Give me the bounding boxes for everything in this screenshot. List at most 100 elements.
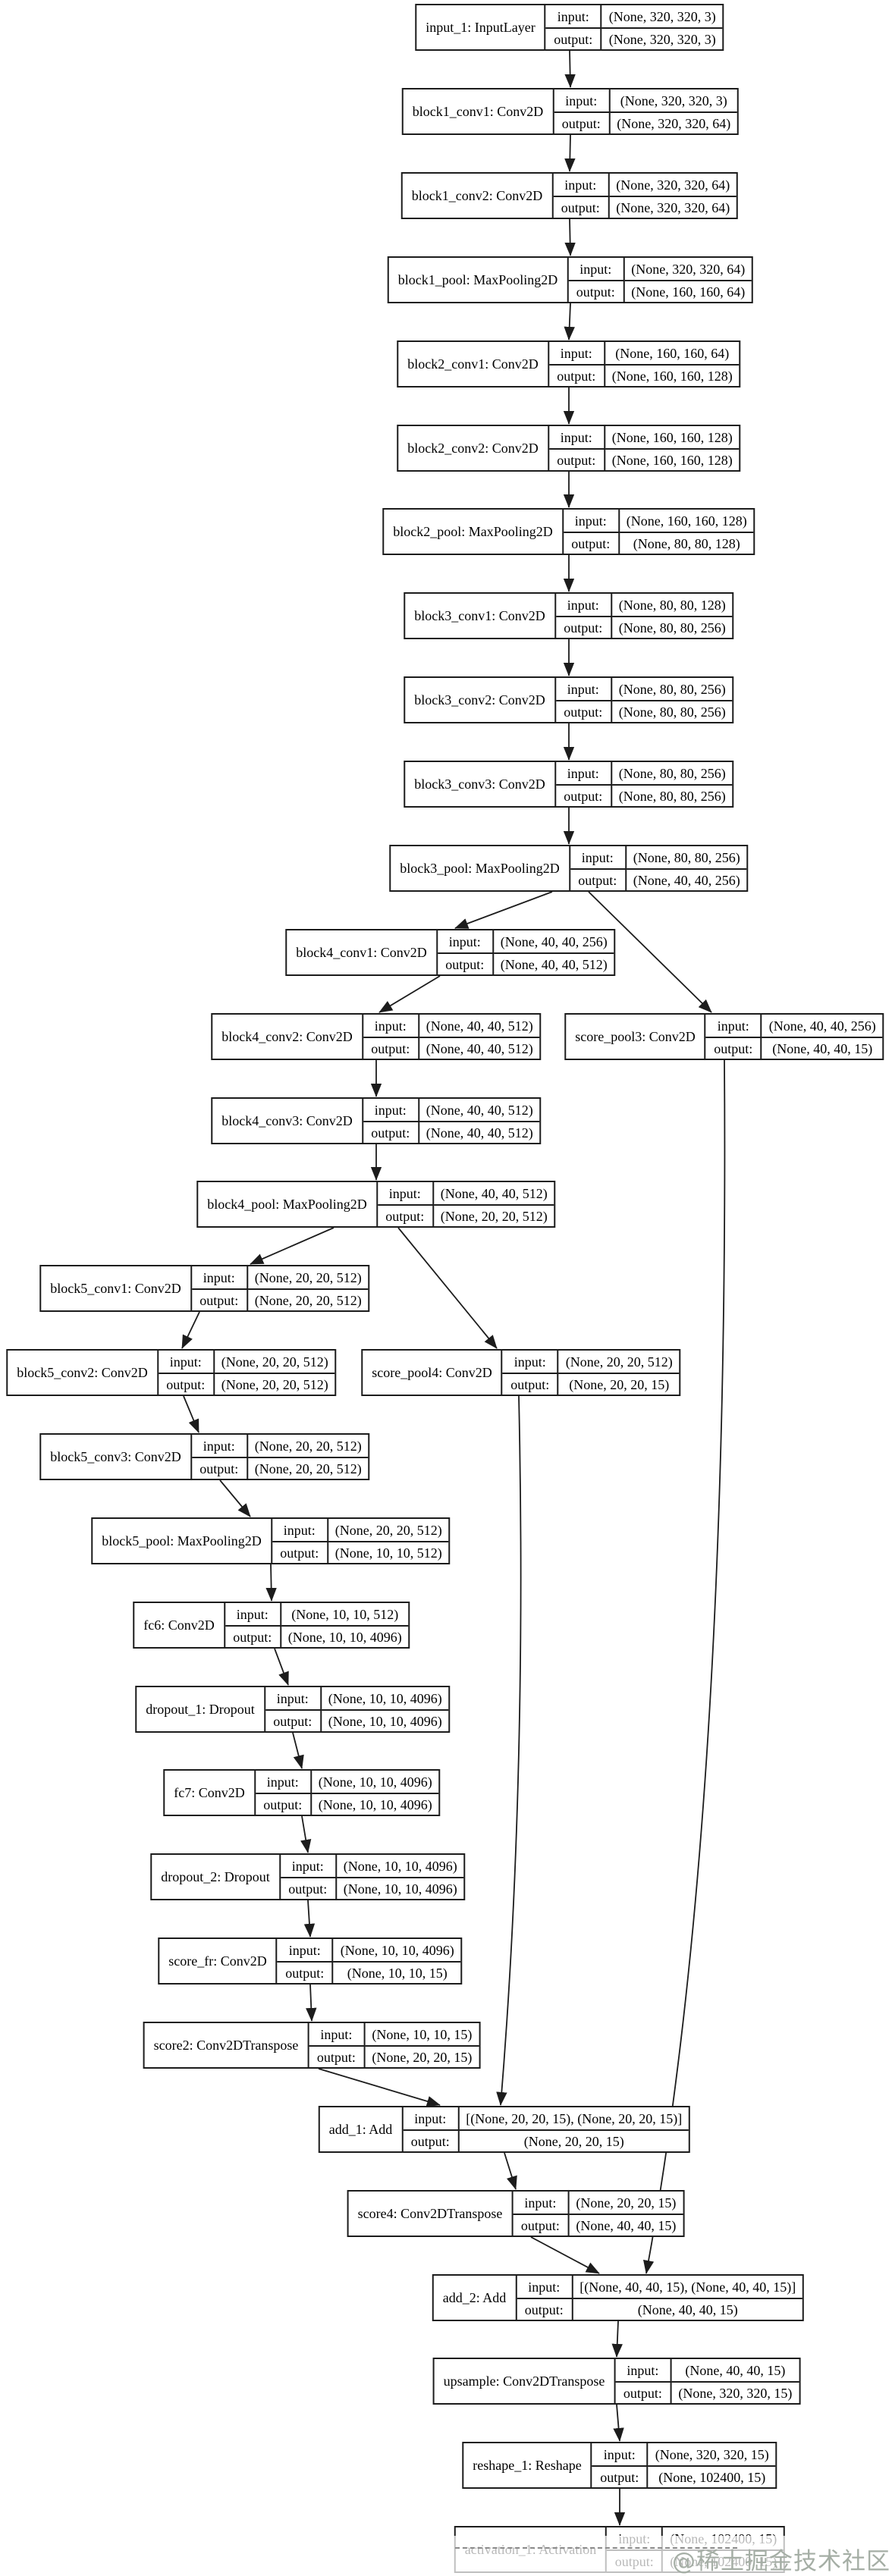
layer-label: block1_pool: MaxPooling2D [389, 258, 569, 302]
output-shape: (None, 320, 320, 64) [610, 111, 738, 133]
edge-dropout_1-to-fc7 [292, 1732, 304, 1769]
input-key: input: [309, 2023, 366, 2045]
output-key: output: [548, 448, 605, 470]
edge-score4-to-add_2 [530, 2236, 600, 2274]
edge-block5_conv2-to-block5_conv3 [183, 1395, 199, 1433]
layer-label: score2: Conv2DTranspose [145, 2023, 309, 2067]
output-key: output: [548, 364, 605, 386]
output-row: output:(None, 40, 40, 512) [363, 1037, 540, 1059]
output-row: output:(None, 10, 10, 15) [277, 1961, 461, 1983]
input-key: input: [554, 89, 611, 111]
watermark-overlay [429, 2536, 892, 2573]
input-shape: (None, 160, 160, 128) [611, 429, 733, 445]
input-shape: (None, 80, 80, 256) [618, 681, 726, 697]
input-shape: (None, 320, 320, 3) [620, 93, 727, 108]
input-shape: (None, 20, 20, 512) [254, 1438, 362, 1454]
layer-label: add_2: Add [434, 2276, 517, 2320]
input-key: input: [363, 1099, 419, 1121]
output-shape: (None, 10, 10, 512) [328, 1541, 449, 1563]
output-shape: (None, 20, 20, 512) [214, 1373, 335, 1395]
edge-block5_pool-to-fc6 [265, 1564, 277, 1602]
watermark-text: @稀土掘金技术社区 [672, 2548, 890, 2575]
layer-label: input_1: InputLayer [416, 5, 546, 49]
input-row: input:(None, 40, 40, 256) [706, 1015, 883, 1037]
input-shape: (None, 160, 160, 64) [615, 345, 730, 361]
output-row: output:(None, 40, 40, 15) [705, 1037, 883, 1059]
edge-score_fr-to-score2 [306, 1984, 317, 2022]
input-row: input:(None, 10, 10, 512) [225, 1603, 409, 1625]
input-shape: (None, 80, 80, 256) [633, 849, 740, 865]
input-shape: (None, 10, 10, 15) [372, 2026, 473, 2042]
output-row: output:(None, 80, 80, 256) [555, 616, 733, 638]
layer-label: block3_conv3: Conv2D [405, 762, 556, 806]
output-key: output: [309, 2045, 366, 2067]
layer-label: block4_conv1: Conv2D [287, 930, 438, 974]
layer-label: reshape_1: Reshape [463, 2443, 592, 2487]
output-key: output: [191, 1457, 248, 1479]
input-row: input:(None, 80, 80, 256) [570, 846, 747, 868]
input-shape: (None, 40, 40, 512) [440, 1185, 548, 1201]
input-shape: (None, 320, 320, 15) [655, 2446, 769, 2462]
output-row: output:(None, 40, 40, 15) [513, 2214, 683, 2236]
input-row: input:(None, 160, 160, 128) [549, 426, 740, 448]
output-key: output: [555, 616, 612, 638]
output-key: output: [502, 1373, 559, 1395]
edge-block4_pool-to-score_pool4 [397, 1227, 498, 1349]
output-key: output: [377, 1204, 434, 1226]
layer-label: block5_conv2: Conv2D [8, 1351, 159, 1395]
edge-score2-to-add_1 [318, 2068, 441, 2107]
input-shape: (None, 80, 80, 256) [618, 765, 726, 781]
output-shape: (None, 40, 40, 512) [419, 1037, 540, 1059]
edge-block4_pool-to-block5_conv1 [250, 1227, 334, 1265]
input-key: input: [363, 1015, 419, 1037]
output-key: output: [705, 1037, 762, 1059]
edge-block5_conv3-to-block5_pool [219, 1479, 251, 1517]
output-row: output:(None, 20, 20, 15) [502, 1373, 680, 1395]
output-shape: (None, 10, 10, 4096) [311, 1793, 439, 1815]
layer-label: block3_pool: MaxPooling2D [391, 846, 570, 890]
input-key: input: [403, 2107, 460, 2129]
input-key: input: [192, 1266, 248, 1288]
output-row: output:(None, 10, 10, 512) [272, 1541, 449, 1563]
output-row: output:(None, 80, 80, 256) [555, 700, 733, 722]
input-key: input: [272, 1519, 328, 1541]
input-row: input:(None, 20, 20, 512) [192, 1266, 369, 1288]
input-shape: (None, 10, 10, 4096) [328, 1690, 442, 1706]
output-row: output:(None, 40, 40, 15) [517, 2298, 803, 2320]
layer-label: block5_conv3: Conv2D [41, 1435, 192, 1479]
input-shape: (None, 20, 20, 512) [334, 1522, 442, 1538]
output-shape: (None, 40, 40, 256) [626, 868, 747, 890]
output-shape: (None, 160, 160, 128) [605, 448, 740, 470]
input-row: input:(None, 320, 320, 64) [568, 258, 752, 280]
input-shape: (None, 320, 320, 64) [631, 261, 746, 277]
edge-fc6-to-dropout_1 [274, 1648, 289, 1686]
output-key: output: [158, 1373, 215, 1395]
output-shape: (None, 20, 20, 15) [558, 1373, 680, 1395]
output-key: output: [363, 1121, 419, 1143]
input-row: input:(None, 40, 40, 15) [615, 2359, 799, 2381]
layer-label: score_pool4: Conv2D [363, 1351, 503, 1395]
output-row: output:(None, 80, 80, 256) [555, 784, 733, 806]
output-key: output: [568, 280, 625, 302]
input-row: input: (None, 320, 320, 3) [554, 89, 737, 111]
output-shape: (None, 20, 20, 512) [247, 1288, 369, 1310]
output-shape: (None, 160, 160, 64) [624, 280, 752, 302]
input-key: input: [556, 762, 612, 784]
output-row: output:(None, 20, 20, 15) [309, 2045, 479, 2067]
edge-upsample-to-reshape_1 [613, 2404, 624, 2442]
output-shape: (None, 80, 80, 256) [611, 700, 733, 722]
